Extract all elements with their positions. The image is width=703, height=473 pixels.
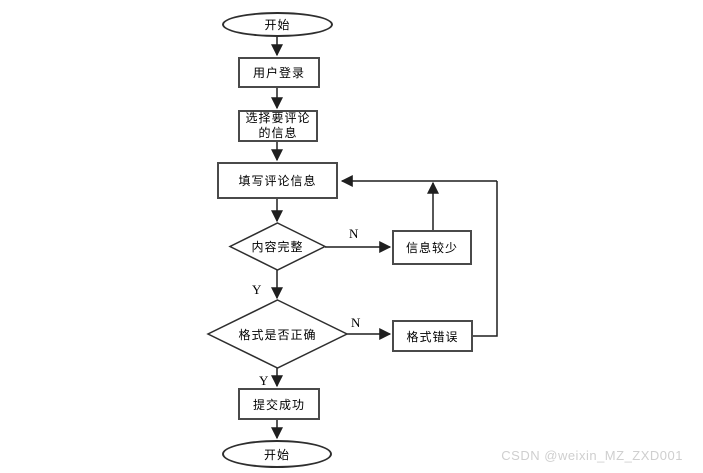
node-format-error-label: 格式错误 bbox=[406, 329, 459, 344]
decision-format-correct-shape bbox=[206, 299, 349, 369]
node-select-info-label-line1: 选择要评论 bbox=[245, 111, 311, 125]
node-select-info: 选择要评论 的信息 bbox=[238, 110, 318, 142]
node-select-info-label-line2: 的信息 bbox=[258, 126, 298, 140]
node-end-bottom-label: 开始 bbox=[263, 447, 290, 462]
decision-content-complete-shape bbox=[228, 222, 327, 271]
edge-label-format-no: N bbox=[351, 315, 361, 330]
decision-content-complete-label: 内容完整 bbox=[251, 240, 304, 254]
edge-label-format-yes: Y bbox=[259, 373, 269, 388]
node-user-login: 用户登录 bbox=[238, 57, 320, 88]
node-start-top-label: 开始 bbox=[264, 18, 291, 32]
edge-label-content-no: N bbox=[349, 226, 359, 241]
node-fill-comment: 填写评论信息 bbox=[217, 162, 338, 199]
decision-format-correct-label-box: 格式是否正确 bbox=[208, 300, 347, 368]
csdn-watermark: CSDN @weixin_MZ_ZXD001 bbox=[501, 448, 683, 463]
node-format-error: 格式错误 bbox=[392, 320, 473, 352]
node-fill-comment-label: 填写评论信息 bbox=[238, 174, 317, 188]
decision-content-complete-label-box: 内容完整 bbox=[230, 223, 325, 270]
node-submit-success-label: 提交成功 bbox=[252, 397, 305, 412]
node-submit-success: 提交成功 bbox=[238, 388, 320, 420]
line-format-error-loop bbox=[473, 181, 498, 337]
node-user-login-label: 用户登录 bbox=[252, 66, 305, 80]
node-start-top: 开始 bbox=[222, 12, 333, 37]
edge-label-content-yes: Y bbox=[252, 282, 262, 297]
decision-format-correct-label: 格式是否正确 bbox=[238, 327, 317, 342]
node-info-too-little-label: 信息较少 bbox=[405, 241, 458, 255]
node-info-too-little: 信息较少 bbox=[392, 230, 472, 265]
node-end-bottom: 开始 bbox=[222, 440, 332, 468]
